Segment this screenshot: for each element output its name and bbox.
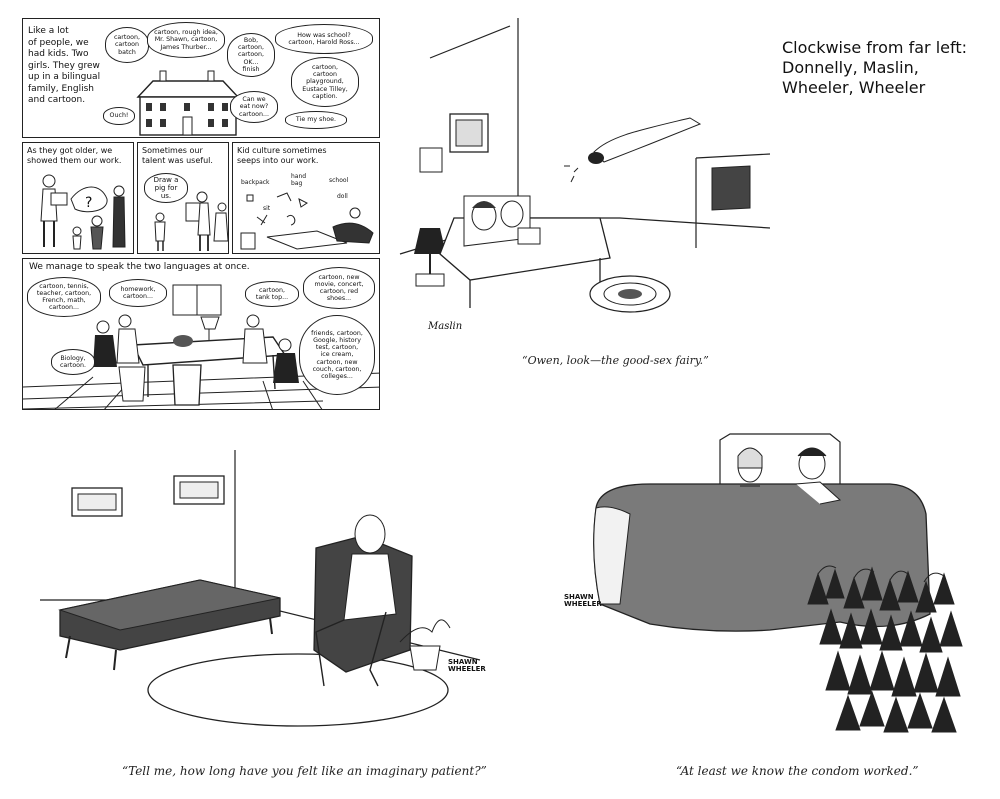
therapist-cartoon bbox=[40, 450, 481, 727]
fairy-cartoon bbox=[399, 18, 771, 313]
bubble-rough-idea: cartoon, rough idea, Mr. Shawn, cartoon,… bbox=[147, 22, 225, 58]
scribble-doll: doll bbox=[337, 193, 348, 200]
credits-line-2: Donnelly, Maslin, bbox=[782, 58, 919, 77]
family-dinner-illustration bbox=[23, 284, 379, 409]
panel-3-narration: Sometimes our talent was useful. bbox=[142, 146, 213, 165]
panel-1-narration: Like a lot of people, we had kids. Two g… bbox=[28, 26, 101, 105]
panel-4-narration: Kid culture sometimes seeps into our wor… bbox=[237, 146, 327, 165]
fairy-caption: “Owen, look—the good-sex fairy.” bbox=[522, 354, 709, 367]
house-illustration bbox=[136, 70, 240, 136]
bubble-cartoon-tennis: cartoon, tennis, teacher, cartoon, Frenc… bbox=[27, 277, 101, 317]
therapist-caption: “Tell me, how long have you felt like an… bbox=[122, 764, 487, 778]
panel-2-narration: As they got older, we showed them our wo… bbox=[27, 146, 122, 165]
credits-line-1: Clockwise from far left: bbox=[782, 38, 967, 57]
bubble-cartoon-batch: cartoon, cartoon batch bbox=[105, 27, 149, 63]
bubble-friends-google: friends, cartoon, Google, history test, … bbox=[299, 315, 375, 395]
bubble-can-we-eat: Can we eat now? cartoon... bbox=[230, 91, 278, 123]
credits-line-3: Wheeler, Wheeler bbox=[782, 78, 926, 97]
parent-showing-drawing-illustration: ? bbox=[40, 174, 126, 250]
drawing-on-floor-illustration bbox=[240, 192, 374, 250]
bubble-ouch: Ouch! bbox=[103, 107, 135, 125]
scribble-backpack: backpack bbox=[241, 179, 270, 186]
bubble-how-was-school: How was school? cartoon, Harold Ross... bbox=[275, 24, 373, 54]
bubble-tank-top: cartoon, tank top... bbox=[245, 281, 299, 307]
panel-5-narration: We manage to speak the two languages at … bbox=[29, 262, 250, 272]
svg-text:?: ? bbox=[85, 195, 92, 211]
comic-panel-4: Kid culture sometimes seeps into our wor… bbox=[232, 142, 380, 254]
reapers-signature: SHAWN WHEELER bbox=[564, 593, 602, 608]
bubble-homework: homework, cartoon... bbox=[109, 279, 167, 307]
bubble-new-movie: cartoon, new movie, concert, cartoon, re… bbox=[303, 267, 375, 309]
scribble-handbag: hand bag bbox=[291, 173, 307, 187]
fairy-signature: Maslin bbox=[428, 321, 463, 332]
comic-panel-3: Sometimes our talent was useful. Draw a … bbox=[137, 142, 229, 254]
bubble-bob-finish: Bob, cartoon, cartoon, OK... finish bbox=[227, 33, 275, 77]
reapers-cartoon bbox=[593, 433, 963, 733]
comic-panel-5: We manage to speak the two languages at … bbox=[22, 258, 380, 410]
bubble-eustace-tilley: cartoon, cartoon playground, Eustace Til… bbox=[291, 57, 359, 107]
scribble-school: school bbox=[329, 177, 349, 184]
comic-strip: Like a lot of people, we had kids. Two g… bbox=[22, 18, 380, 410]
comic-panel-1: Like a lot of people, we had kids. Two g… bbox=[22, 18, 380, 138]
therapist-signature: SHAWN WHEELER bbox=[448, 658, 486, 673]
bubble-draw-a-pig: Draw a pig for us. bbox=[144, 173, 188, 203]
bubble-tie-my-shoe: Tie my shoe. bbox=[285, 111, 347, 129]
bubble-biology: Biology, cartoon. bbox=[51, 349, 95, 375]
scribble-sit: sit bbox=[263, 205, 271, 212]
reapers-caption: “At least we know the condom worked.” bbox=[676, 764, 919, 778]
kids-with-drawing-illustration bbox=[154, 191, 228, 251]
comic-panel-2: As they got older, we showed them our wo… bbox=[22, 142, 134, 254]
credits-header: Clockwise from far left: Donnelly, Masli… bbox=[782, 38, 992, 98]
